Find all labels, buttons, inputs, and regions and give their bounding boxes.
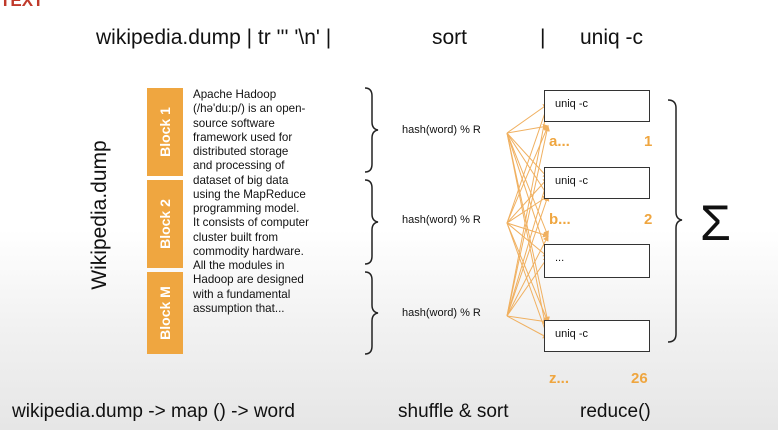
shuffle-arrow <box>506 132 550 323</box>
shuffle-arrow <box>506 222 550 339</box>
reducer-box-2: uniq -c <box>544 167 650 199</box>
paragraph-line: distributed storage <box>193 145 289 158</box>
header-uniq: uniq -c <box>580 26 644 49</box>
paragraph-line: dataset of big data <box>193 173 289 187</box>
paragraph-line: commodity hardware. <box>193 244 304 258</box>
reducer-count-1: 1 <box>644 133 653 150</box>
shuffle-arrows <box>506 103 550 339</box>
shuffle-arrow <box>506 132 550 339</box>
shuffle-arrow <box>506 222 549 258</box>
paragraph-line: It consists of computer <box>193 216 309 230</box>
paragraph-line: and processing of <box>193 159 285 173</box>
reducer-key-4: z... <box>549 370 570 387</box>
brace-block-m <box>364 271 379 355</box>
header-separator: | <box>540 26 546 49</box>
shuffle-arrow <box>506 103 550 224</box>
paragraph-line: cluster built from <box>193 230 279 244</box>
shuffle-arrow <box>506 132 550 258</box>
paragraph-line: using the MapReduce <box>193 187 306 201</box>
footer-map: wikipedia.dump -> map () -> word <box>12 401 295 422</box>
sum-symbol: Σ <box>700 195 731 251</box>
shuffle-arrow <box>506 222 549 238</box>
shuffle-arrow <box>506 177 549 224</box>
paragraph-line: framework used for <box>193 130 293 144</box>
shuffle-arrow <box>506 195 550 317</box>
paragraph-line: (/hə'du:p/) is an open- <box>193 102 306 116</box>
reducer-count-2: 2 <box>644 211 653 228</box>
slide-title-fragment: TEXT <box>0 0 44 10</box>
shuffle-arrow <box>506 132 549 237</box>
footer-reduce: reduce() <box>580 401 651 422</box>
paragraph-line: assumption that... <box>193 301 285 315</box>
shuffle-arrow <box>506 315 549 325</box>
paragraph-line: source software <box>193 116 275 130</box>
hash-label-3: hash(word) % R <box>402 307 481 319</box>
block-m: Block M <box>147 272 183 354</box>
dump-text-paragraph: Apache Hadoop (/hə'du:p/) is an open- so… <box>193 88 368 316</box>
shuffle-arrow <box>506 315 549 339</box>
paragraph-line: Hadoop are designed <box>193 273 304 287</box>
paragraph-line: programming model. <box>193 202 300 215</box>
shuffle-arrow <box>506 103 549 134</box>
header-sort: sort <box>432 26 468 49</box>
paragraph-line: All the modules in <box>193 259 285 272</box>
shuffle-arrow <box>506 125 549 224</box>
shuffle-arrow <box>506 125 550 317</box>
brace-block-2 <box>364 179 379 265</box>
shuffle-arrow <box>506 256 549 317</box>
hash-label-2: hash(word) % R <box>402 214 481 226</box>
shuffle-arrow <box>506 177 550 317</box>
brace-reducers <box>667 99 683 343</box>
header-pipeline-left: wikipedia.dump | tr ''' '\n' | <box>96 26 332 49</box>
shuffle-arrow <box>506 132 549 179</box>
shuffle-arrow <box>506 235 549 317</box>
reducer-key-2: b... <box>549 211 571 228</box>
block-2: Block 2 <box>147 180 183 268</box>
shuffle-arrow <box>506 123 549 134</box>
reducer-key-1: a... <box>549 133 570 150</box>
reducer-box-3: ... <box>544 244 650 278</box>
paragraph-line: with a fundamental <box>193 287 291 301</box>
paragraph-line: Apache Hadoop <box>193 88 277 101</box>
hash-label-1: hash(word) % R <box>402 124 481 136</box>
shuffle-arrow <box>506 103 550 317</box>
reducer-count-4: 26 <box>631 370 648 387</box>
footer-shuffle: shuffle & sort <box>398 401 509 422</box>
block-1: Block 1 <box>147 88 183 176</box>
reducer-box-4: uniq -c <box>544 320 650 352</box>
reducer-box-1: uniq -c <box>544 90 650 122</box>
shuffle-arrow <box>506 222 549 323</box>
brace-block-1 <box>364 87 379 173</box>
